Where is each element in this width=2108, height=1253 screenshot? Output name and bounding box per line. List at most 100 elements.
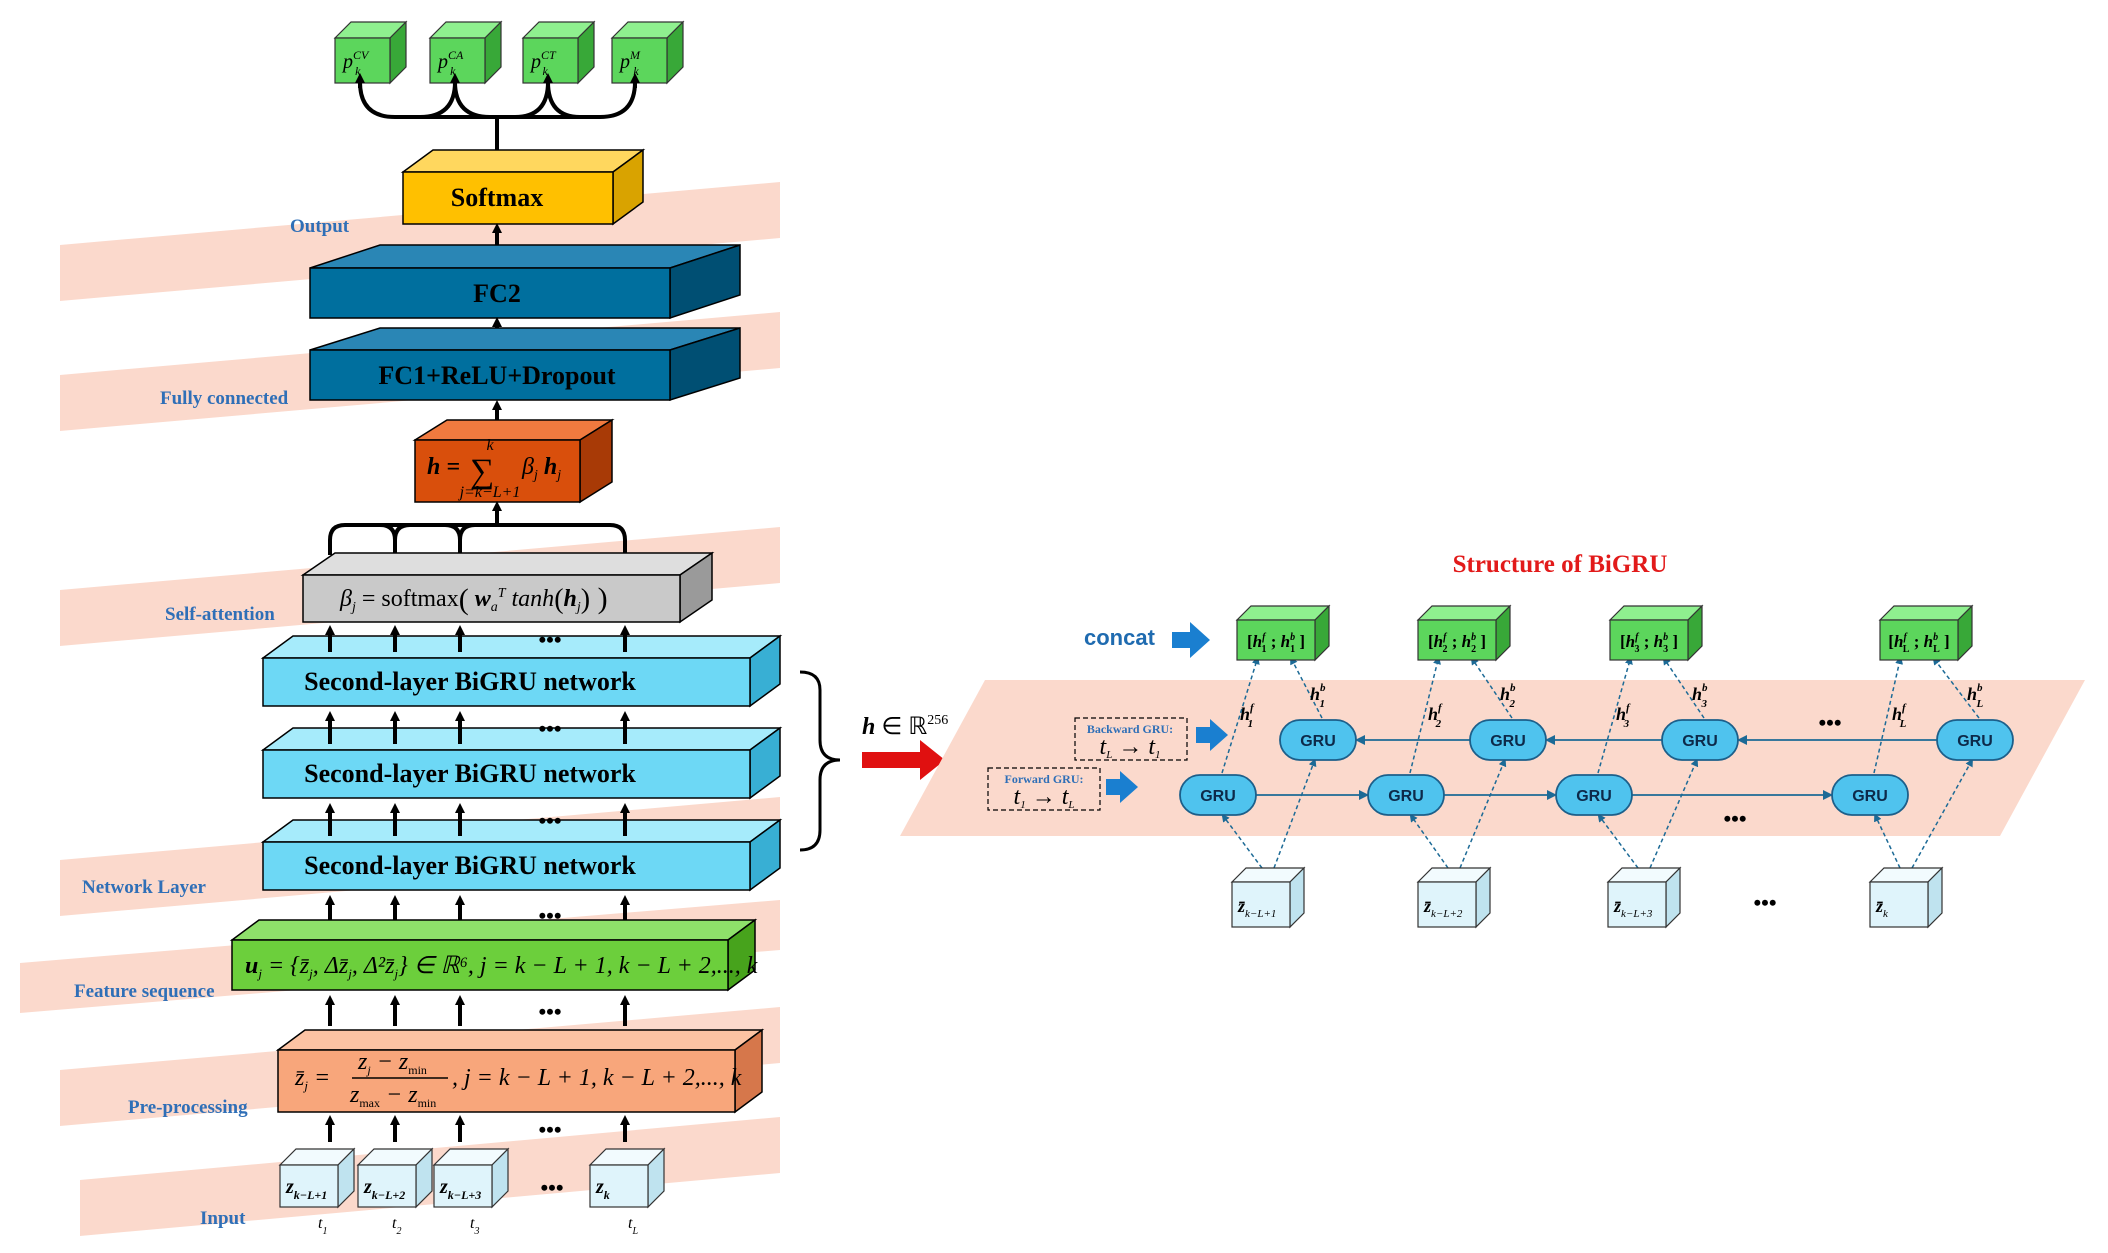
bigru-structure-title: Structure of BiGRU bbox=[1453, 551, 1668, 578]
ellipsis: ••• bbox=[538, 1117, 561, 1142]
gru-backward: GRU bbox=[1661, 719, 1739, 761]
ellipsis-forward: ••• bbox=[1723, 806, 1746, 831]
backward-to-concat bbox=[1470, 656, 1513, 719]
attention-formula: βj = softmax( waT tanh(hj) ) bbox=[339, 582, 608, 616]
backward-to-concat bbox=[1932, 656, 1980, 719]
input-label: zk−L+3 bbox=[439, 1176, 481, 1202]
gru-label: GRU bbox=[1682, 733, 1718, 750]
bigru-input-label: z̄k−L+3 bbox=[1613, 896, 1653, 920]
bigru-input-label: z̄k bbox=[1875, 896, 1889, 920]
bigru-layer: Second-layer BiGRU network bbox=[260, 726, 783, 800]
h-sum-box: h = ∑ k j=k−L+1 βj hj bbox=[412, 418, 615, 504]
input-label: zk−L+2 bbox=[363, 1176, 405, 1202]
bigru-input-cube: z̄k−L+2 bbox=[1416, 866, 1492, 929]
gru-label: GRU bbox=[1388, 788, 1424, 805]
feature-sequence-box: uj = {z̄j, Δz̄j, Δ²z̄j} ∈ ℝ⁶, j = k − L … bbox=[229, 918, 758, 992]
gru-backward: GRU bbox=[1469, 719, 1547, 761]
h-formula-rest: βj hj bbox=[521, 454, 561, 483]
gru-backward: GRU bbox=[1279, 719, 1357, 761]
gru-label: GRU bbox=[1576, 788, 1612, 805]
gru-label: GRU bbox=[1852, 788, 1888, 805]
preprocessing-box: z̄j = zj − zmin zmax − zmin , j = k − L … bbox=[275, 1028, 765, 1114]
softmax-label: Softmax bbox=[451, 183, 543, 212]
fc1-box: FC1+ReLU+Dropout bbox=[309, 326, 741, 402]
input-to-backward bbox=[1911, 758, 1973, 869]
gru-label: GRU bbox=[1957, 733, 1993, 750]
layer-label-output: Output bbox=[290, 216, 350, 237]
fc1-label: FC1+ReLU+Dropout bbox=[378, 361, 615, 390]
layer-label-preprocessing: Pre-processing bbox=[128, 1097, 248, 1118]
backward-gru-title: Backward GRU: bbox=[1087, 722, 1173, 736]
ellipsis-backward: ••• bbox=[1818, 710, 1841, 735]
attention-branch bbox=[328, 501, 627, 555]
h-output-arrow: h ∈ ℝ256 bbox=[862, 713, 948, 780]
gru-forward: GRU bbox=[1367, 774, 1445, 816]
concat-arrow bbox=[1172, 622, 1210, 658]
bigru-brace bbox=[799, 670, 841, 852]
input-cube: zk bbox=[588, 1147, 666, 1209]
time-label: t2 bbox=[392, 1215, 401, 1237]
sum-lower: j=k−L+1 bbox=[458, 484, 521, 501]
input-label: zk−L+1 bbox=[285, 1176, 327, 1202]
preproc-lhs: z̄j = bbox=[294, 1065, 330, 1093]
forward-gru-title: Forward GRU: bbox=[1005, 772, 1084, 786]
input-to-backward bbox=[1459, 758, 1507, 869]
ellipsis-inputs: ••• bbox=[540, 1175, 563, 1200]
gru-label: GRU bbox=[1300, 733, 1336, 750]
layer-label-network: Network Layer bbox=[82, 877, 207, 898]
bigru-input-label: z̄k−L+2 bbox=[1423, 896, 1463, 920]
layer-label-feature: Feature sequence bbox=[74, 981, 215, 1002]
forward-to-concat bbox=[1873, 656, 1904, 774]
layer-label-fully-connected: Fully connected bbox=[160, 388, 289, 409]
time-label: tL bbox=[628, 1215, 638, 1237]
ellipsis: ••• bbox=[538, 627, 561, 652]
column-arrows: •••••• bbox=[325, 995, 630, 1142]
forward-arrow bbox=[1106, 771, 1138, 803]
bigru-input-cube: z̄k−L+3 bbox=[1606, 866, 1682, 929]
ellipsis-inputs: ••• bbox=[1753, 890, 1776, 915]
gru-forward: GRU bbox=[1179, 774, 1257, 816]
input-to-backward bbox=[1649, 758, 1699, 869]
fc2-label: FC2 bbox=[473, 279, 521, 308]
forward-to-concat bbox=[1409, 656, 1441, 774]
bigru-layer-label: Second-layer BiGRU network bbox=[304, 851, 636, 880]
input-cube: zk−L+2 bbox=[356, 1147, 434, 1209]
preproc-rest: , j = k − L + 1, k − L + 2,..., k bbox=[452, 1065, 742, 1091]
gru-label: GRU bbox=[1200, 788, 1236, 805]
red-arrow bbox=[862, 740, 945, 780]
bigru-layer-label: Second-layer BiGRU network bbox=[304, 759, 636, 788]
h-dim-label: h ∈ ℝ256 bbox=[862, 713, 948, 740]
self-attention-box: βj = softmax( waT tanh(hj) ) bbox=[300, 551, 715, 624]
input-to-forward bbox=[1221, 813, 1263, 869]
input-to-forward bbox=[1874, 813, 1901, 869]
input-cube: zk−L+3 bbox=[432, 1147, 510, 1209]
ellipsis: ••• bbox=[538, 808, 561, 833]
gru-backward: GRU bbox=[1936, 719, 2014, 761]
bigru-input-cube: z̄k bbox=[1868, 866, 1944, 929]
ellipsis: ••• bbox=[538, 716, 561, 741]
softmax-box: Softmax bbox=[400, 148, 646, 226]
